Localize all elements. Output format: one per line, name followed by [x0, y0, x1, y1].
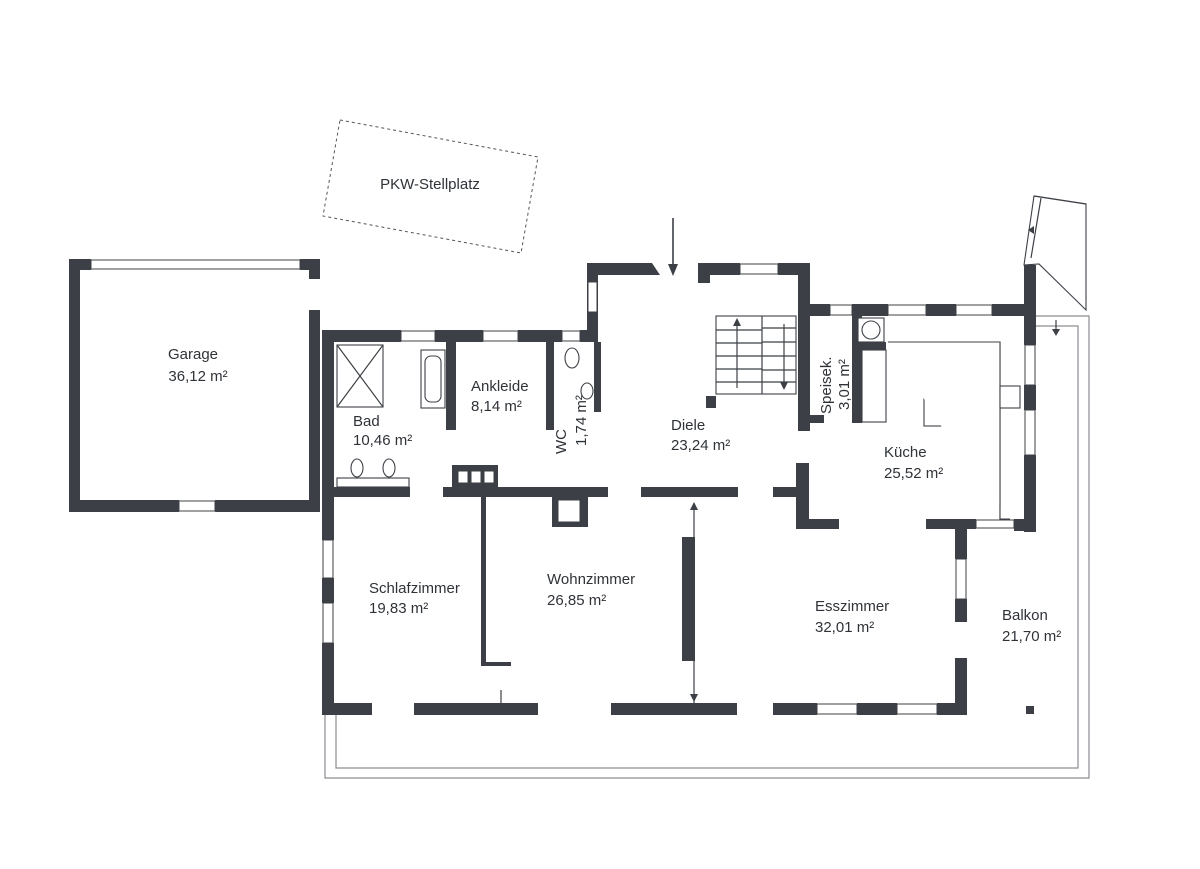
room-label-esszimmer: Esszimmer [815, 598, 889, 615]
room-label-pkw: PKW-Stellplatz [380, 176, 480, 193]
room-label-balkon: Balkon [1002, 607, 1048, 624]
room-area-balkon: 21,70 m² [1002, 628, 1061, 645]
room-label-kueche: Küche [884, 444, 927, 461]
room-label-schlafzimmer: Schlafzimmer [369, 580, 460, 597]
room-label-bad: Bad [353, 413, 380, 430]
room-label-wohnzimmer: Wohnzimmer [547, 571, 635, 588]
door-arrow-icon [690, 502, 698, 510]
room-label-diele: Diele [671, 417, 705, 434]
room-area-schlafzimmer: 19,83 m² [369, 600, 428, 617]
room-label-wc: WC [553, 429, 570, 454]
inner-walls-left [334, 342, 738, 703]
balcony-outline [324, 315, 1090, 779]
parking-outline [322, 119, 539, 254]
room-area-diele: 23,24 m² [671, 437, 730, 454]
garage-walls [69, 259, 320, 512]
room-area-speisek: 3,01 m² [836, 359, 853, 410]
room-area-wohnzimmer: 26,85 m² [547, 592, 606, 609]
room-area-ankleide: 8,14 m² [471, 398, 522, 415]
room-label-speisek: Speisek. [818, 356, 835, 414]
left-wing-walls [322, 263, 737, 715]
room-area-esszimmer: 32,01 m² [815, 619, 874, 636]
door-arrow-icon [690, 694, 698, 702]
staircase [715, 315, 797, 395]
room-area-wc: 1,74 m² [573, 395, 590, 446]
bathroom-fixtures [336, 344, 594, 488]
room-label-garage: Garage [168, 346, 218, 363]
balcony-details [1023, 195, 1087, 336]
room-area-garage: 36,12 m² [168, 368, 227, 385]
room-area-bad: 10,46 m² [353, 432, 412, 449]
kitchen-fixtures [857, 317, 1021, 520]
room-label-ankleide: Ankleide [471, 378, 529, 395]
right-wing-walls [698, 263, 1036, 715]
room-area-kueche: 25,52 m² [884, 465, 943, 482]
entrance-arrow-icon [668, 218, 678, 276]
